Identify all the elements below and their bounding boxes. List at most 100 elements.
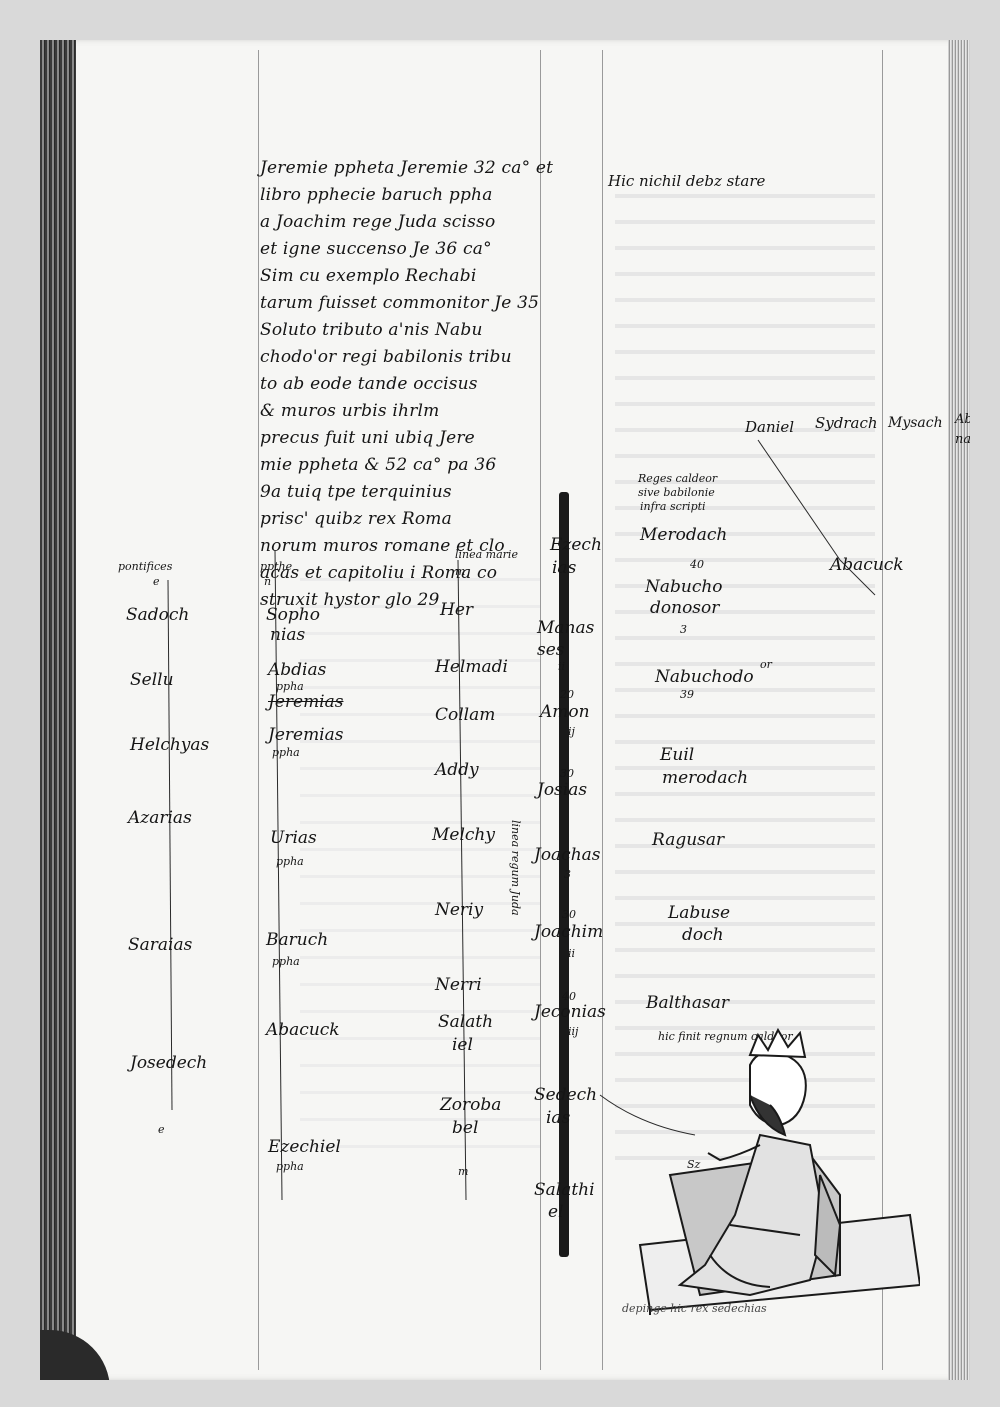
prophet-name: Jeremias [268,692,344,712]
king-chaldea-name: merodach [662,768,749,788]
prophet-name: Abdias [268,660,327,680]
text-line: & muros urbis ihrlm [260,401,440,421]
pontifices-end: e [158,1123,165,1136]
linea-name: Salath [438,1012,494,1032]
king-juda-name: ses [537,640,565,660]
kings-juda-trunk [559,492,569,1257]
prophets-sub: n [264,575,272,588]
king-chaldea-name: donosor [650,598,720,618]
text-line: precus fuit uni ubiq Jere [260,428,475,448]
ruling-line [540,50,541,1370]
linea-name: Zoroba [440,1095,502,1115]
king-juda-name: ias [552,558,577,578]
pontifex-name: Josedech [130,1053,208,1073]
main-text-block: Jeremie ppheta Jeremie 32 ca° et libro p… [260,155,554,614]
king-chaldea-suffix: or [760,658,772,671]
king-chaldea-name: Merodach [640,525,728,545]
linea-name: iel [452,1035,473,1055]
pontifex-name: Sellu [130,670,174,690]
text-line: to ab eode tande occisus [260,374,478,394]
prophet-name: nias [270,625,306,645]
prophet-name: Sopho [266,605,320,625]
king-chaldea-name: Labuse [668,903,731,923]
manuscript-page: Jeremie ppheta Jeremie 32 ca° et libro p… [40,40,970,1380]
linea-name: Melchy [432,825,495,845]
king-chaldea-name: Nabucho [645,577,723,597]
bleed-through-texture [615,180,875,1180]
prophet-title: ppha [272,746,300,759]
king-chaldea-name: Balthasar [646,993,729,1013]
king-chaldea-name: Ragusar [652,830,725,850]
linea-name: Nerri [435,975,482,995]
kings-juda-side-label: linea regum Juda [509,820,522,916]
text-line: mie ppheta & 52 ca° pa 36 [260,455,497,475]
reign-number: 40 [690,558,704,571]
prophet-name: Baruch [266,930,329,950]
pontifices-sub: e [153,575,160,588]
prophet-name: Abacuck [266,1020,340,1040]
pontifex-name: Sadoch [126,605,190,625]
chaldea-heading: infra scripti [640,500,706,513]
reign-number: 39 [680,688,694,701]
pontifex-name: Azarias [128,808,192,828]
book-spine-edge [40,40,76,1380]
text-line: Soluto tributo a'nis Nabu [260,320,483,340]
king-chaldea-name: doch [682,925,724,945]
far-right-name: Abacuck [830,555,904,575]
king-juda-name: ias [546,1108,571,1128]
linea-name: Her [440,600,474,620]
text-line: norum muros romane et clo [260,536,505,556]
prophet-title: ppha [272,955,300,968]
text-line: acas et capitoliu i Roma co [260,563,498,583]
king-chaldea-name: Euil [660,745,695,765]
king-juda-name: Jeconias [534,1002,606,1022]
prophet-name: Urias [270,828,317,848]
reign-number: ij [568,725,575,738]
reign-number: 30 [560,767,574,780]
chaldea-heading: sive babilonie [638,486,715,499]
text-line: libro pphecie baruch ppha [260,185,493,205]
linea-name: Collam [435,705,496,725]
reign-number: 3 [564,868,571,881]
illustration-label: Sz [687,1158,701,1171]
far-right-name: Daniel [745,418,795,436]
linea-name: bel [452,1118,479,1138]
king-juda-name: Josias [537,780,588,800]
illustration-caption-box: depinge hic rex sedechias [622,1290,892,1328]
king-juda-name: el [548,1202,564,1222]
king-illustration [638,1027,920,1315]
text-line: Jeremie ppheta Jeremie 32 ca° et [260,158,554,178]
linea-sub: m [455,565,466,578]
reign-number: ii [568,947,576,960]
prophet-name: Jeremias [268,725,344,745]
far-right-name: Sydrach [815,414,878,432]
king-juda-name: Joachim [534,922,604,942]
text-line: tarum fuisset commonitor Je 35 [260,293,540,313]
prophet-title: ppha [276,1160,304,1173]
text-line: a Joachim rege Juda scisso [260,212,496,232]
reign-number: ii [558,660,566,673]
text-line: et igne succenso Je 36 ca° [260,239,492,259]
reign-number: 20 [560,688,574,701]
king-juda-name: Amon [540,702,590,722]
text-line: chodo'or regi babilonis tribu [260,347,512,367]
text-line: Sim cu exemplo Rechabi [260,266,477,286]
text-line: 9a tuiq tpe terquinius [260,482,452,502]
text-line: struxit hystor glo 29 [260,590,440,610]
linea-name: Helmadi [435,657,508,677]
text-line: prisc' quibz rex Roma [260,509,452,529]
king-juda-name: Sedech [534,1085,598,1105]
chaldea-heading: Reges caldeor [638,472,718,485]
linea-heading: linea marie [455,548,518,561]
reign-number: 3 [680,623,687,636]
page-fore-edge [948,40,970,1380]
header-note: Hic nichil debz stare [608,172,766,190]
pontifices-heading: pontifices [118,560,173,573]
king-chaldea-name: Nabuchodo [655,667,754,687]
king-juda-name: Salathi [534,1180,595,1200]
king-juda-name: Ezech [550,535,602,555]
illustration-caption: depinge hic rex sedechias [622,1302,767,1315]
reign-number: 30 [562,908,576,921]
linea-name: Addy [435,760,479,780]
pontifex-name: Saraias [128,935,193,955]
